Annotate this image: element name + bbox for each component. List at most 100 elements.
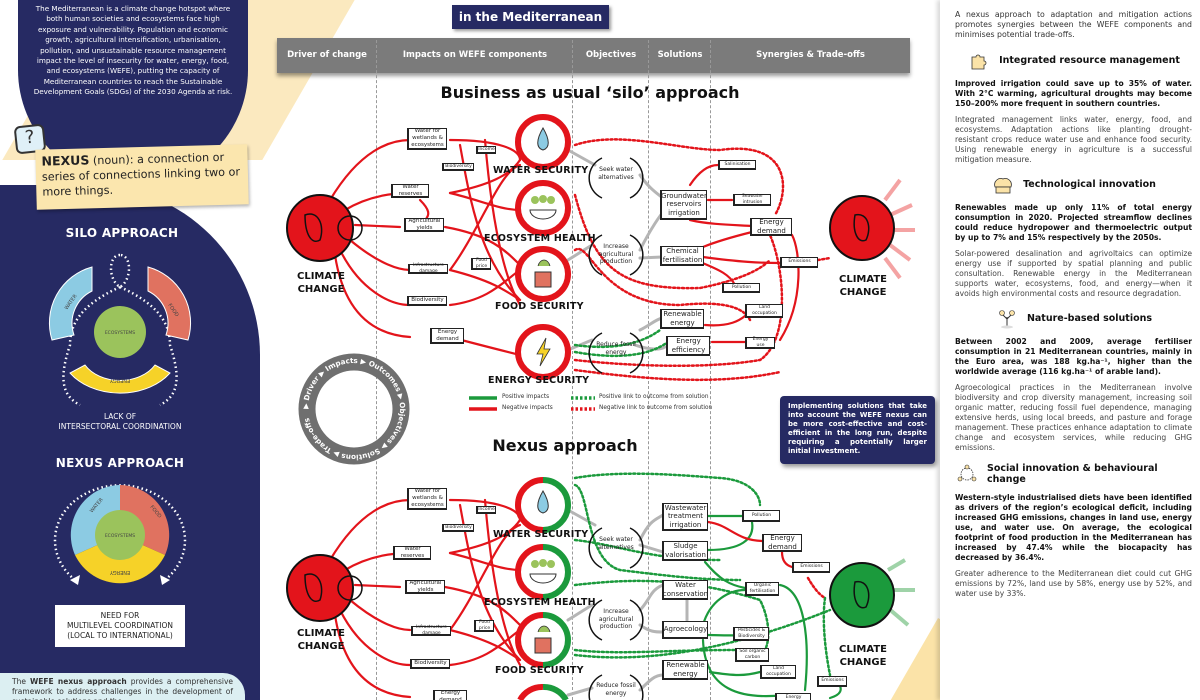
section-body: Solar-powered desalination and agrivolta…: [955, 248, 1192, 298]
bracket: [629, 234, 644, 276]
outcome-label: WATER SECURITY: [493, 529, 589, 540]
column-header-solutions: Solutions: [657, 50, 703, 60]
outcome-label: ECOSYSTEM HEALTH: [484, 233, 596, 244]
impact-link: [483, 138, 522, 307]
tradeoff-emissions: Emissions: [780, 257, 818, 268]
silo-caption-line: INTERSECTORAL COORDINATION: [58, 422, 182, 431]
outcome-label: ECOSYSTEM HEALTH: [484, 597, 596, 608]
climate-change-label: CLIMATE CHANGE: [286, 627, 356, 653]
solution-link: [638, 583, 665, 612]
nexus-caption-line: MULTILEVEL COORDINATION: [67, 621, 173, 630]
impact-link: [443, 225, 522, 267]
column-header-driver: Driver of change: [287, 50, 367, 60]
impact-water-wetlands: Water for wetlands & ecosystems: [407, 128, 447, 150]
wefe-description-bold: WEFE nexus approach: [30, 677, 127, 686]
brain-gears-icon: [994, 177, 1012, 194]
section-title: Integrated resource management: [999, 55, 1180, 67]
impact-link: [348, 598, 412, 632]
synergy-link: [701, 588, 747, 627]
section-highlight: Between 2002 and 2009, average fertilise…: [955, 336, 1192, 376]
outcome-label: ENERGY SECURITY: [488, 375, 590, 386]
positive-link: [573, 472, 762, 507]
plant-icon: [999, 309, 1015, 329]
tree-icon: [531, 560, 539, 568]
solution-groundwater-irrigation: Groundwater reservoirs irrigation: [660, 190, 707, 220]
silo-negative-impacts: [328, 138, 522, 357]
impact-link: [483, 498, 522, 667]
bracket: [588, 332, 603, 374]
solution-link: [638, 316, 664, 332]
impact-link: [348, 238, 412, 272]
section-title: Technological innovation: [1023, 179, 1156, 191]
food-segment: [147, 266, 192, 341]
title-tag: in the Mediterranean Basin: [452, 5, 609, 48]
impact-link: [448, 191, 522, 212]
silo-tradeoff-links: [688, 163, 800, 344]
synergy-land-occupation: Land occupation: [760, 665, 796, 679]
tradeoff-link: [688, 163, 720, 187]
column-header-impacts: Impacts on WEFE components: [402, 50, 548, 60]
bracket: [588, 674, 603, 700]
cost-effectiveness-callout: Implementing solutions that take into ac…: [780, 396, 935, 464]
column-header-objectives: Objectives: [585, 50, 637, 60]
climate-label-line: CHANGE: [839, 287, 887, 298]
tradeoff-energy-demand: Energy demand: [750, 218, 792, 236]
tradeoff-link: [698, 260, 737, 287]
radiating-rays: [883, 178, 915, 280]
legend-positive-link: Positive link to outcome from solution: [599, 394, 709, 400]
impact-link: [338, 248, 412, 307]
section-title: Social innovation & behavioural change: [987, 462, 1158, 485]
tree-icon: [547, 196, 555, 204]
tree-icon: [531, 196, 539, 204]
ecosystems-label: ECOSYSTEMS: [105, 533, 135, 539]
climate-change-globe-nexus-left: [286, 554, 363, 622]
impact-link: [448, 523, 522, 632]
outcome-label: WATER SECURITY: [493, 165, 589, 176]
dotted-outline: [62, 285, 178, 407]
column-divider: [710, 40, 711, 700]
synergy-emissions-2: Emissions: [817, 676, 847, 687]
people-network-icon: [957, 464, 977, 481]
impact-link: [443, 585, 522, 627]
tradeoff-link: [778, 233, 800, 342]
tradeoff-land-occupation: Land occupation: [745, 304, 783, 318]
silo-approach-title: SILO APPROACH: [65, 226, 179, 240]
wefe-description: The WEFE nexus approach provides a compr…: [0, 673, 245, 700]
silo-caption-line: LACK OF: [103, 412, 137, 421]
impact-biodiversity-small: Biodiversity: [442, 524, 474, 532]
nexus-negative-links: [806, 576, 827, 600]
right-panel-intro: A nexus approach to adaptation and mitig…: [955, 10, 1192, 40]
impact-biodiversity: Biodiversity: [410, 659, 450, 669]
synergy-link: [703, 560, 747, 590]
solution-renewable-energy: Renewable energy: [662, 660, 708, 680]
objective-reduce-fossil: Reduce fossil energy: [596, 341, 636, 356]
synergy-link: [708, 670, 762, 677]
synergy-link: [701, 638, 787, 698]
section-body: Agroecological practices in the Mediterr…: [955, 382, 1192, 452]
impact-agricultural-yields: Agricultural yields: [405, 580, 445, 594]
climate-label-line: CLIMATE: [839, 274, 887, 285]
section-heading: Social innovation & behavioural change: [955, 463, 1192, 485]
impact-link: [448, 158, 522, 195]
synergy-energy-demand: Energy demand: [762, 534, 802, 552]
tradeoff-link: [688, 218, 754, 228]
ring-band: [298, 353, 410, 465]
outcome-label: FOOD SECURITY: [495, 665, 584, 676]
tree-icon: [547, 560, 555, 568]
bracket: [629, 527, 644, 569]
outcome-food-security-nexus: [515, 612, 571, 668]
food-bag-icon: [534, 637, 552, 654]
bracket: [629, 599, 644, 641]
synergy-link: [706, 520, 754, 552]
climate-label-line: CLIMATE: [297, 271, 345, 282]
bracket: [629, 332, 644, 374]
tradeoff-link: [701, 255, 782, 265]
solution-link: [638, 513, 665, 542]
outcome-energy-security-nexus: [517, 684, 569, 700]
impact-income: Income: [476, 146, 496, 154]
tradeoff-energy-use: Energy use: [745, 337, 775, 349]
dashed-path: [200, 220, 280, 700]
outcome-water-security-nexus: [515, 477, 571, 533]
nexus-caption: NEED FOR MULTILEVEL COORDINATION (LOCAL …: [55, 605, 185, 647]
tree-icon: [539, 195, 547, 203]
